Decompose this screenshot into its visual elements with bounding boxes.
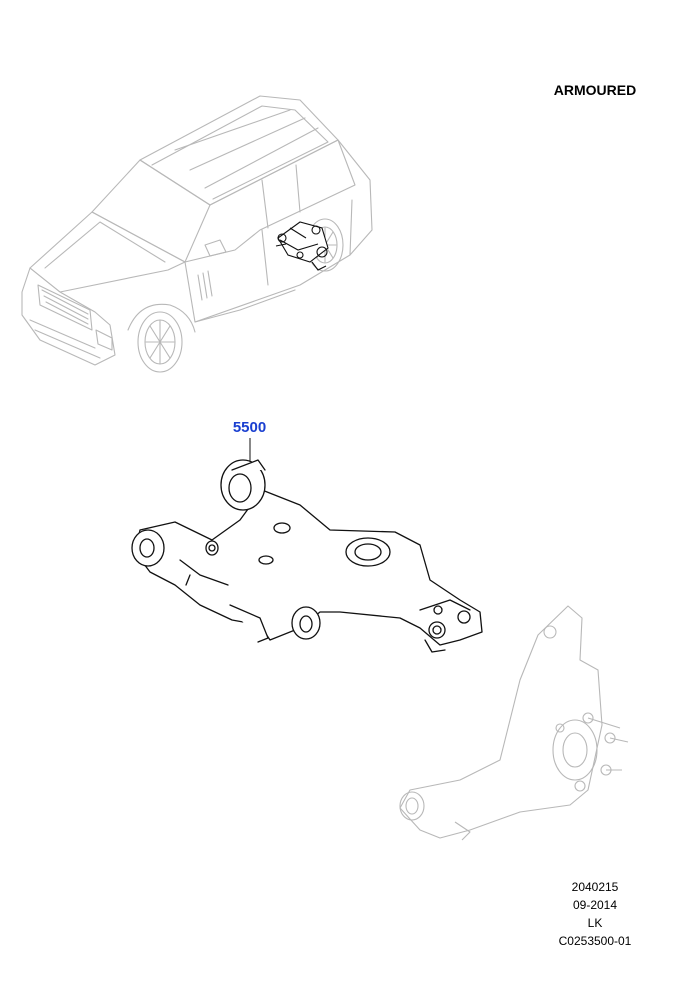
knuckle-hub-outline xyxy=(399,605,629,841)
vehicle-suspension-highlight xyxy=(275,221,329,271)
drawing-code: 2040215 xyxy=(571,880,619,894)
drawing-initials: LK xyxy=(587,916,603,930)
drawing-metadata: 2040215 09-2014 LK C0253500-01 xyxy=(540,878,650,950)
part-callout-5500[interactable]: 5500 xyxy=(232,419,267,436)
variant-label: ARMOURED xyxy=(553,82,637,98)
drawing-id: C0253500-01 xyxy=(558,934,632,948)
vehicle-outline xyxy=(21,95,373,373)
lower-control-arm xyxy=(131,459,483,653)
drawing-date: 09-2014 xyxy=(572,898,618,912)
